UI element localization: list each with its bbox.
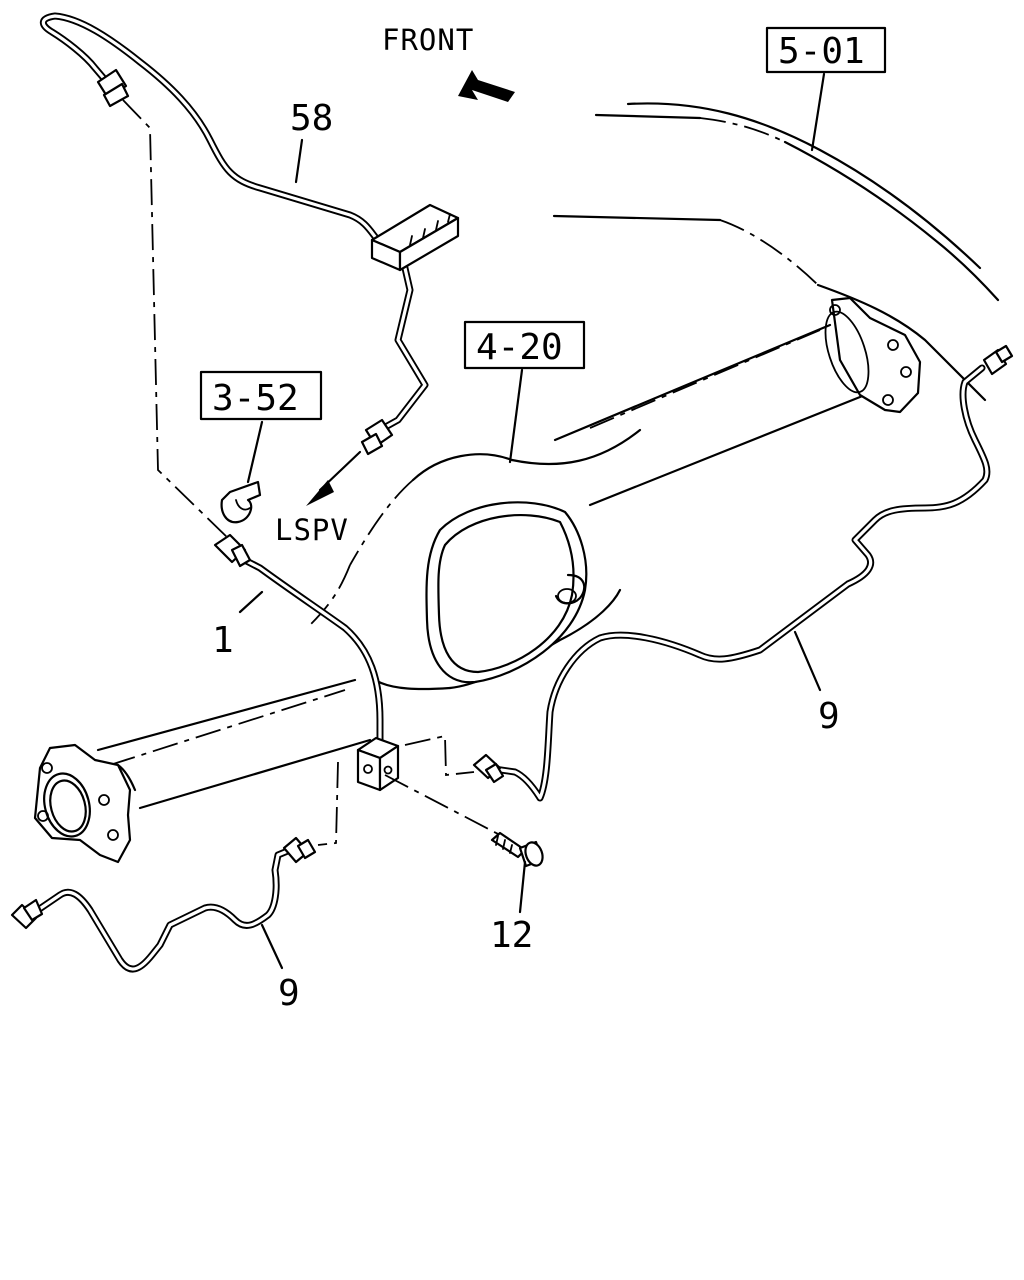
fitting-pipe-9-left-end [10, 898, 44, 930]
fitting-pipe-9-right-joint [472, 753, 505, 784]
fitting-lspv [360, 418, 394, 456]
lspv-arrow [306, 480, 334, 506]
rear-axle-housing [33, 296, 922, 864]
ref-box-4-20 [463, 320, 586, 370]
ref-box-5-01 [765, 26, 887, 74]
label-ref-4-20: 4-20 [476, 327, 563, 368]
brake-pipe-9-left [10, 836, 317, 973]
leader-lines [238, 72, 826, 970]
label-part-9-left: 9 [278, 973, 300, 1014]
label-part-1: 1 [212, 620, 234, 661]
label-ref-5-01: 5-01 [778, 31, 865, 72]
brake-pipe-1 [213, 533, 384, 749]
label-part-58: 58 [290, 98, 333, 139]
label-front: FRONT [382, 23, 474, 57]
frame-outline [552, 102, 1000, 402]
label-part-9-right: 9 [818, 696, 840, 737]
fitting-pipe-9-right-end [982, 344, 1014, 376]
brake-pipe-58 [39, 12, 460, 456]
ref-box-3-52 [199, 370, 323, 421]
label-lspv: LSPV [275, 513, 349, 547]
front-arrow [458, 70, 515, 102]
clip-3-52 [220, 480, 262, 524]
label-part-12: 12 [490, 915, 533, 956]
assembly-lines [122, 99, 501, 846]
bolt-12 [490, 831, 544, 868]
fitting-upper-left [96, 68, 130, 108]
fitting-pipe-9-left-joint [282, 836, 317, 864]
three-way-joint [356, 736, 400, 792]
brake-pipe-9-right [472, 344, 1014, 802]
label-ref-3-52: 3-52 [212, 378, 299, 419]
fitting-pipe-1 [213, 533, 252, 568]
